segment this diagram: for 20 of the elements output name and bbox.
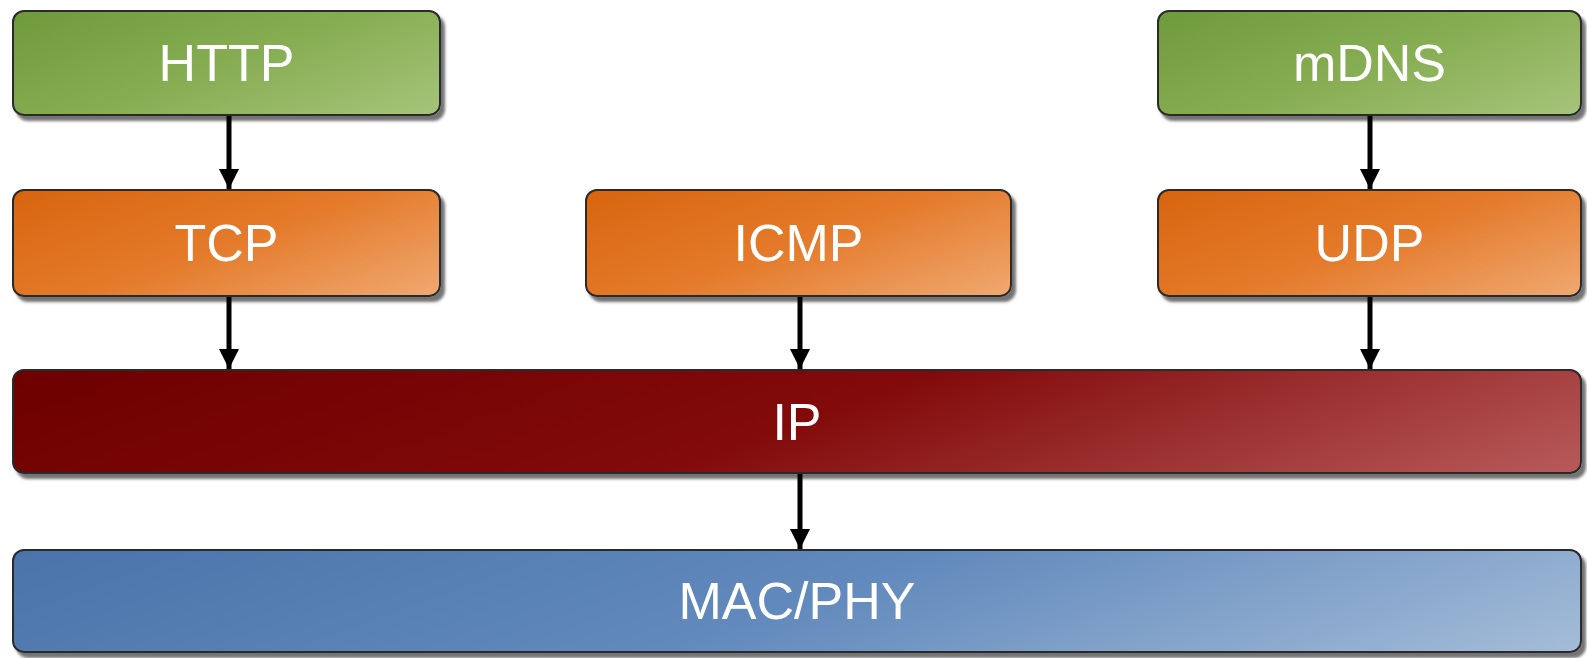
layer-label: MAC/PHY — [678, 575, 916, 627]
arrow — [219, 297, 239, 369]
arrow — [1360, 297, 1380, 369]
application-layer-box — [1157, 10, 1582, 116]
arrow — [1360, 116, 1380, 189]
layer-label: mDNS — [1292, 37, 1447, 89]
arrow — [790, 474, 810, 549]
layer-label: IP — [772, 395, 822, 448]
application-layer-box — [12, 10, 441, 116]
link-layer-bar — [12, 549, 1582, 653]
layer-label: UDP — [1314, 217, 1425, 269]
layer-label: TCP — [174, 217, 279, 269]
transport-layer-box — [12, 189, 441, 297]
arrow — [790, 297, 810, 369]
transport-layer-box — [585, 189, 1012, 297]
transport-layer-box — [1157, 189, 1582, 297]
arrow — [219, 116, 239, 189]
layer-label: ICMP — [733, 217, 864, 269]
network-layer-bar — [12, 369, 1582, 474]
layer-label: HTTP — [158, 37, 295, 89]
